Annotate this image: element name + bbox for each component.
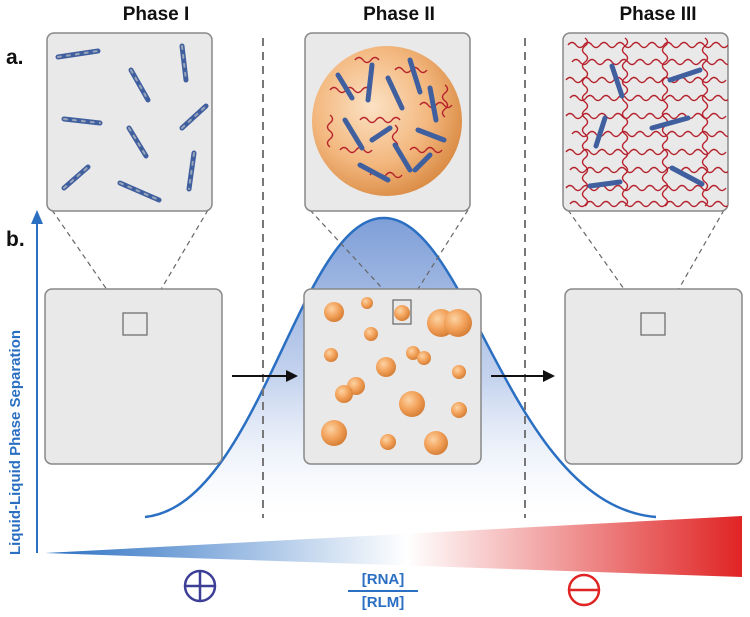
ratio-fraction-bar <box>348 590 418 592</box>
positive-sign-icon <box>183 569 217 603</box>
panel-label-a: a. <box>6 46 24 69</box>
phase-3-rna-strands <box>565 37 728 208</box>
ratio-label: [RNA] [RLM] <box>342 571 424 611</box>
phase-1-bulk-box <box>44 288 223 465</box>
phase-2-peptides <box>335 57 447 183</box>
phase-1-title: Phase I <box>122 4 190 25</box>
negative-sign-icon <box>567 573 601 607</box>
llps-curve <box>144 216 657 519</box>
panel-label-b: b. <box>6 228 25 251</box>
ratio-denominator: [RLM] <box>361 594 405 611</box>
phase-2-title: Phase II <box>363 4 435 25</box>
phase-2-droplets <box>321 297 472 455</box>
phase-2-rna-strands <box>326 56 453 179</box>
phase-3-peptides <box>587 63 705 189</box>
y-axis-label: Liquid-Liquid Phase Separation <box>7 329 24 555</box>
phase-1-zoom-square <box>122 312 148 336</box>
phase-1-peptides <box>55 43 209 203</box>
y-axis-arrowhead <box>31 210 43 224</box>
ratio-gradient-wedge <box>45 516 742 577</box>
phase-3-zoom-square <box>640 312 666 336</box>
phase-2-zoom-square <box>392 299 412 325</box>
ratio-numerator: [RNA] <box>361 571 405 588</box>
phase-3-title: Phase III <box>619 4 697 25</box>
phase-3-bulk-box <box>564 288 743 465</box>
transition-arrows <box>232 370 555 382</box>
